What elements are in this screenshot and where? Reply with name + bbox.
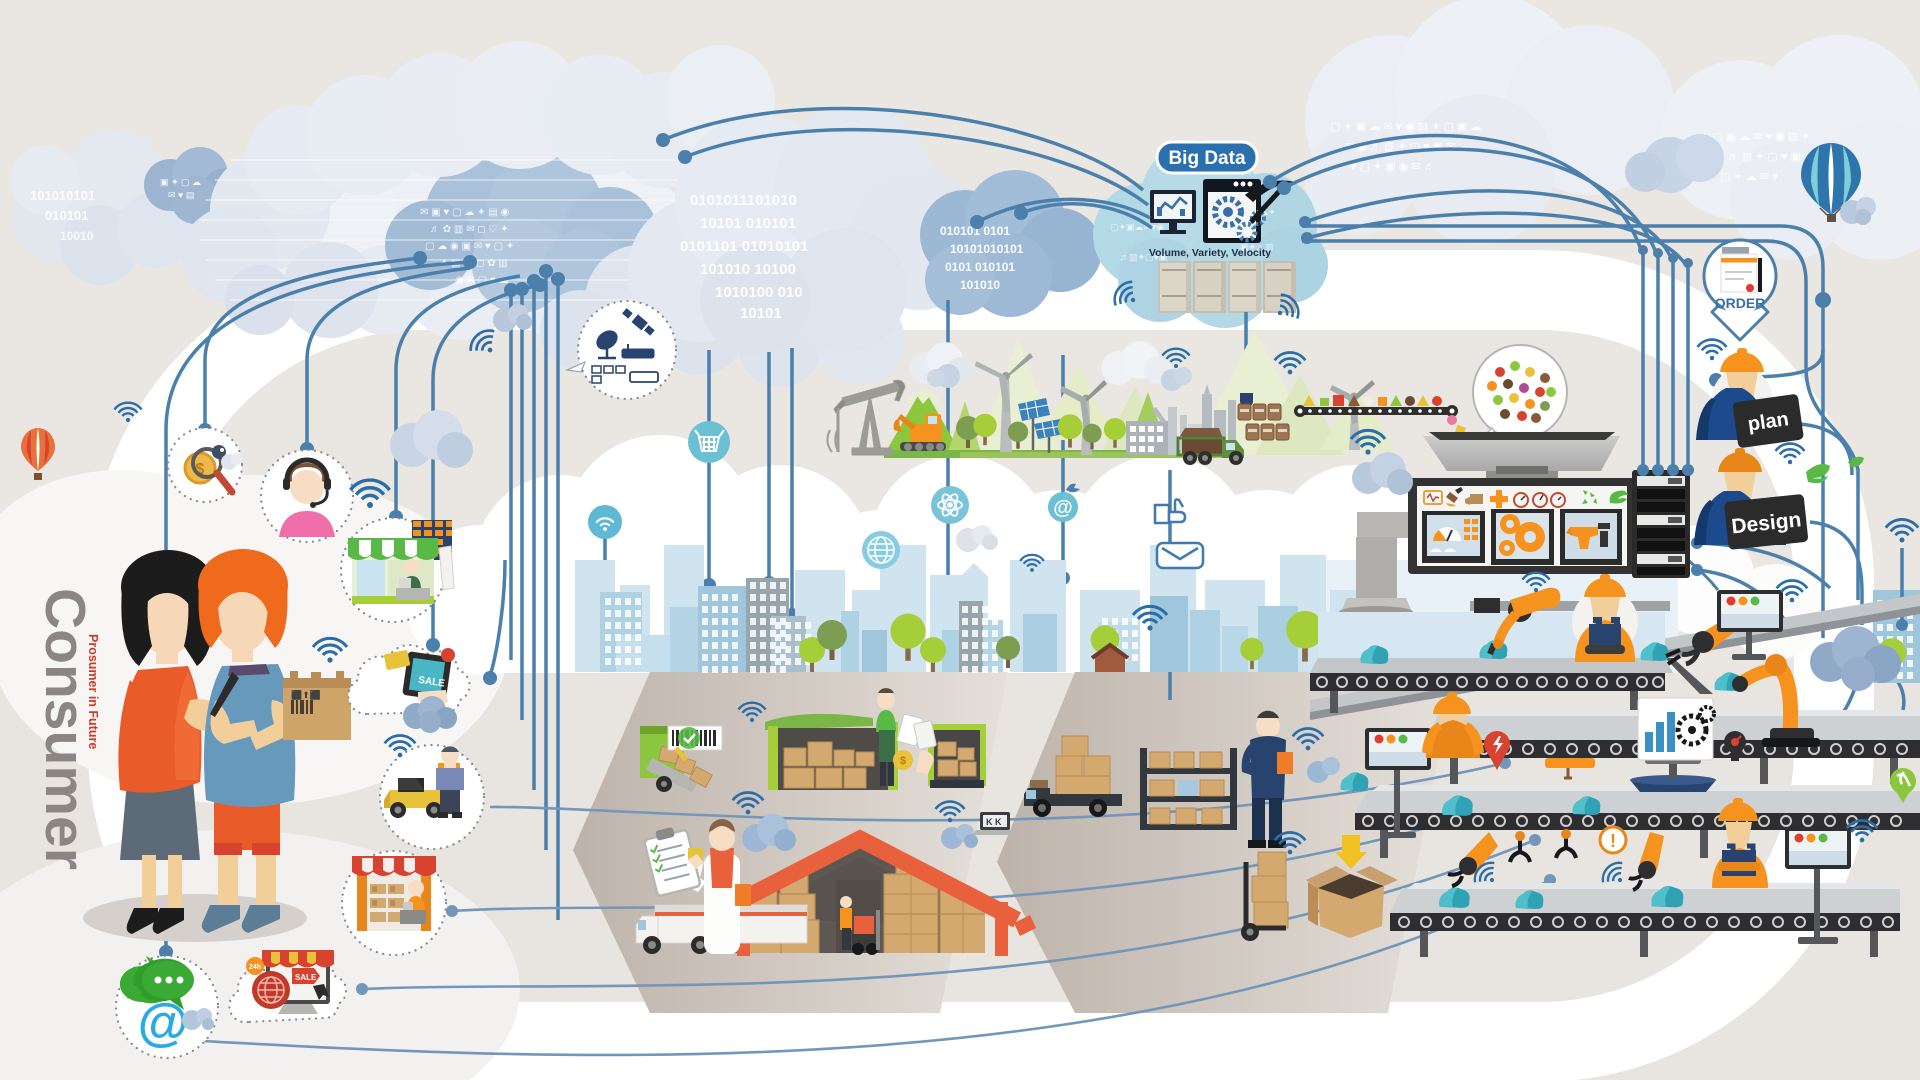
svg-text:▢✦▣☁✉♥◉: ▢✦▣☁✉♥◉ xyxy=(1110,222,1164,232)
svg-text:101010: 101010 xyxy=(960,278,1000,292)
svg-text:10010: 10010 xyxy=(60,229,94,243)
svg-text:Volume, Variety, Velocity: Volume, Variety, Velocity xyxy=(1149,247,1271,259)
svg-text:24h: 24h xyxy=(249,964,261,971)
svg-text:✉ ♥ ▤: ✉ ♥ ▤ xyxy=(168,190,194,200)
svg-text:♥ ▢ ✦ ▣ ◉ ✉ ♬: ♥ ▢ ✦ ▣ ◉ ✉ ♬ xyxy=(1350,161,1435,173)
svg-text:Big Data: Big Data xyxy=(1168,148,1246,169)
svg-text:$: $ xyxy=(196,461,205,478)
svg-text:010101 0101: 010101 0101 xyxy=(940,224,1010,238)
svg-text:SALE: SALE xyxy=(295,973,317,982)
svg-text:101010101: 101010101 xyxy=(30,188,95,203)
svg-text:10101010101: 10101010101 xyxy=(950,242,1024,256)
svg-text:1010100 010: 1010100 010 xyxy=(715,284,803,301)
svg-text:@: @ xyxy=(138,994,189,1052)
svg-text:✉ ▣ ♥ ▢ ☁ ✦ ▤ ◉: ✉ ▣ ♥ ▢ ☁ ✦ ▤ ◉ xyxy=(420,207,509,218)
svg-text:101010 10100: 101010 10100 xyxy=(700,261,796,278)
svg-text:▢ ✦ ☁ ✉ ♥: ▢ ✦ ☁ ✉ ♥ xyxy=(1720,171,1779,183)
svg-text:▢ ☁ ◉ ▣ ✉ ♥ ▢ ✦: ▢ ☁ ◉ ▣ ✉ ♥ ▢ ✦ xyxy=(425,241,514,252)
svg-text:010101: 010101 xyxy=(45,208,88,223)
svg-text:ORDER: ORDER xyxy=(1715,295,1766,311)
svg-text:!: ! xyxy=(1610,831,1616,851)
svg-text:@: @ xyxy=(1053,497,1073,519)
svg-text:♬▥✦▢♥▣: ♬▥✦▢♥▣ xyxy=(1120,252,1167,262)
svg-text:♬ ✿ ▥ ✉ ◻ ♡ ✦: ♬ ✿ ▥ ✉ ◻ ♡ ✦ xyxy=(430,224,509,235)
svg-text:◉ ♬ ▥ ✦ ▢ ♥ ▣: ◉ ♬ ▥ ✦ ▢ ♥ ▣ xyxy=(1715,151,1801,163)
svg-text:⬛⬆⬛: ⬛⬆⬛ xyxy=(291,689,321,700)
svg-text:K K: K K xyxy=(986,817,1002,827)
svg-text:SALE: SALE xyxy=(418,675,446,690)
svg-text:✦ ▢ ▣ ☁ ✉ ♥ ◉ ▤ ✦: ✦ ▢ ▣ ☁ ✉ ♥ ◉ ▤ ✦ xyxy=(1700,131,1810,143)
svg-text:▣✦♬▥: ▣✦♬▥ xyxy=(1240,242,1274,252)
svg-text:0101 010101: 0101 010101 xyxy=(945,260,1015,274)
svg-text:▣ ✦ ▢ ☁: ▣ ✦ ▢ ☁ xyxy=(160,177,201,187)
svg-text:0101101 01010101: 0101101 01010101 xyxy=(680,238,808,255)
svg-text:10101: 10101 xyxy=(740,305,782,322)
svg-text:Consumer: Consumer xyxy=(33,588,97,870)
svg-text:0101011101010: 0101011101010 xyxy=(690,192,797,209)
svg-text:▢ ✦ ▣ ☁ ✉ ♥ ◉ ▤ ✦ ▢ ▣ ☁: ▢ ✦ ▣ ☁ ✉ ♥ ◉ ▤ ✦ ▢ ▣ ☁ xyxy=(1330,121,1481,133)
svg-text:$: $ xyxy=(900,755,906,767)
svg-text:10101 010101: 10101 010101 xyxy=(700,215,796,232)
svg-text:Prosumer in Future: Prosumer in Future xyxy=(86,634,100,749)
